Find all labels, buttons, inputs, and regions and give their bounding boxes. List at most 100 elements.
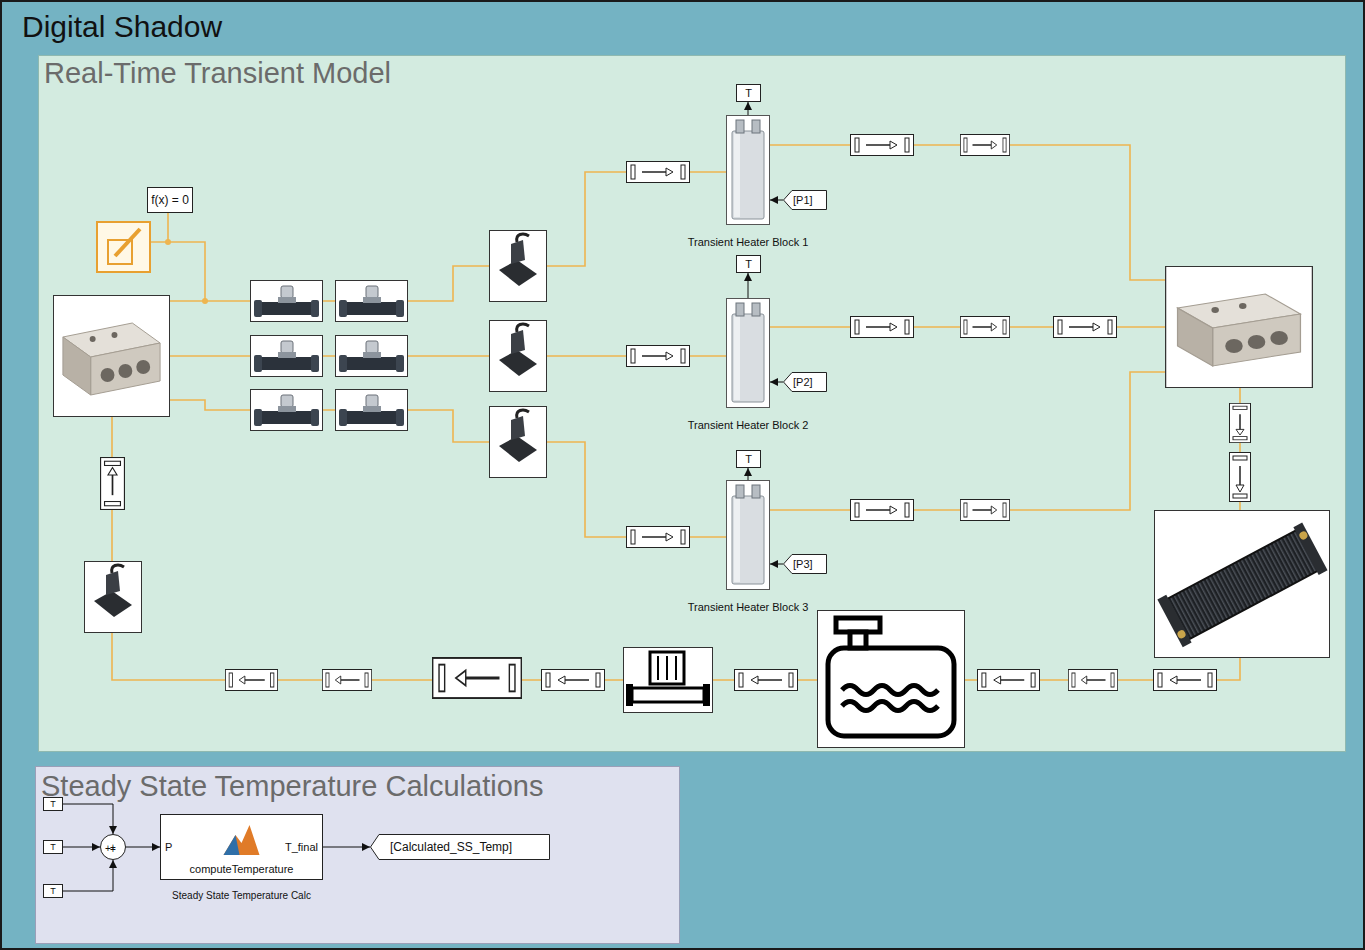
fluid-line <box>170 301 250 410</box>
node-text: Transient Heater Block 3 <box>688 601 809 613</box>
radiator-fitting <box>1176 629 1187 640</box>
heater-frame <box>727 116 770 225</box>
pump-flange <box>703 684 710 706</box>
heater-block: Transient Heater Block 3 <box>726 480 770 590</box>
node-text: [P2] <box>793 377 813 388</box>
pump <box>624 648 713 713</box>
radiator-core <box>1157 523 1327 648</box>
flow-sensor <box>490 321 547 392</box>
temperature-tag: T <box>736 84 761 102</box>
motor-fins <box>658 656 676 680</box>
pump-frame <box>624 648 713 713</box>
tag-shape <box>784 555 827 574</box>
node-text: computeTemperature <box>190 863 294 875</box>
sum-block: +++ <box>100 834 126 860</box>
pipe <box>851 135 914 156</box>
heater-fitting <box>752 485 760 498</box>
goto-tag: [Calculated_SS_Temp] <box>370 834 550 860</box>
pipe <box>735 670 798 691</box>
temperature-tag: T <box>736 255 761 273</box>
text-holder: T_final <box>285 837 318 855</box>
pump-base <box>632 688 704 702</box>
power-from-tag: [P2] <box>783 372 827 392</box>
text-holder: computeTemperature <box>190 859 294 877</box>
from-tag: T <box>43 797 63 811</box>
node-text: T <box>50 800 56 809</box>
signal-connector <box>748 468 749 480</box>
solver-pen <box>115 229 140 256</box>
text-holder: Transient Heater Block 1 <box>688 232 809 250</box>
heater-plate <box>732 496 764 584</box>
pipe <box>960 135 1009 156</box>
valve <box>336 281 408 322</box>
fluid-line <box>690 172 726 537</box>
power-from-tag: [P1] <box>783 190 827 210</box>
solver-config-box: f(x) = 0 <box>147 187 193 213</box>
pipe <box>433 658 522 698</box>
junction-dot <box>202 298 208 304</box>
outlet-manifold <box>1166 267 1313 388</box>
pipe <box>851 317 914 338</box>
node-text: Digital Shadow <box>22 10 222 43</box>
reservoir <box>818 611 965 748</box>
heater-frame <box>727 481 770 590</box>
node-text: T <box>745 259 752 270</box>
pipe <box>627 527 690 548</box>
pipe <box>1068 670 1117 691</box>
heater-shine <box>734 133 740 217</box>
tag-shape <box>784 191 827 210</box>
heater-picture <box>726 115 770 225</box>
node-text: T <box>50 843 56 852</box>
pipe <box>1054 317 1117 338</box>
heater-fitting <box>752 120 760 133</box>
pipe <box>1154 670 1217 691</box>
pump-motor <box>650 652 684 684</box>
pipe <box>542 670 605 691</box>
signal-connector <box>770 564 783 565</box>
calc-area: Steady State Temperature CalculationsTTT… <box>35 766 680 944</box>
pipe <box>322 670 371 691</box>
pump-flange <box>626 684 633 706</box>
fluid-line <box>1239 388 1241 510</box>
heater-picture <box>726 480 770 590</box>
flow-sensor <box>490 231 547 302</box>
tank-waves <box>842 686 938 711</box>
solver-line <box>150 213 205 301</box>
fluid-line <box>770 145 1165 280</box>
text-holder: Steady State Temperature Calc <box>172 885 311 903</box>
pipe <box>851 500 914 521</box>
pipe <box>101 458 125 510</box>
signal-connector <box>63 847 100 848</box>
text-holder: + <box>105 838 111 856</box>
text-holder: Digital Shadow <box>22 10 222 45</box>
pipe <box>627 346 690 367</box>
temperature-tag: T <box>736 450 761 468</box>
node-text: + <box>105 843 111 854</box>
heater-frame <box>727 299 770 408</box>
heater-fitting <box>736 303 744 316</box>
tag-shape <box>371 835 550 860</box>
signal-connector <box>770 382 783 383</box>
pipe <box>960 317 1009 338</box>
heater-block: Transient Heater Block 1 <box>726 115 770 225</box>
text-holder: Transient Heater Block 3 <box>688 597 809 615</box>
text-holder: Transient Heater Block 2 <box>688 415 809 433</box>
radiator-fins <box>1166 530 1318 640</box>
radiator <box>1155 511 1330 658</box>
solver-frame <box>97 222 150 272</box>
valve <box>251 336 323 377</box>
valve <box>336 336 408 377</box>
text-holder: Real-Time Transient Model <box>44 57 391 90</box>
fluid-line <box>323 301 335 410</box>
matlab-peak <box>224 825 260 855</box>
from-tag: T <box>43 884 63 898</box>
solver-icon <box>97 222 150 272</box>
signal-connector <box>748 102 749 115</box>
node-text: T <box>50 887 56 896</box>
flow-sensor <box>490 407 547 478</box>
signal-connector <box>748 273 749 298</box>
pipe <box>627 162 690 183</box>
heater-block: Transient Heater Block 2 <box>726 298 770 408</box>
